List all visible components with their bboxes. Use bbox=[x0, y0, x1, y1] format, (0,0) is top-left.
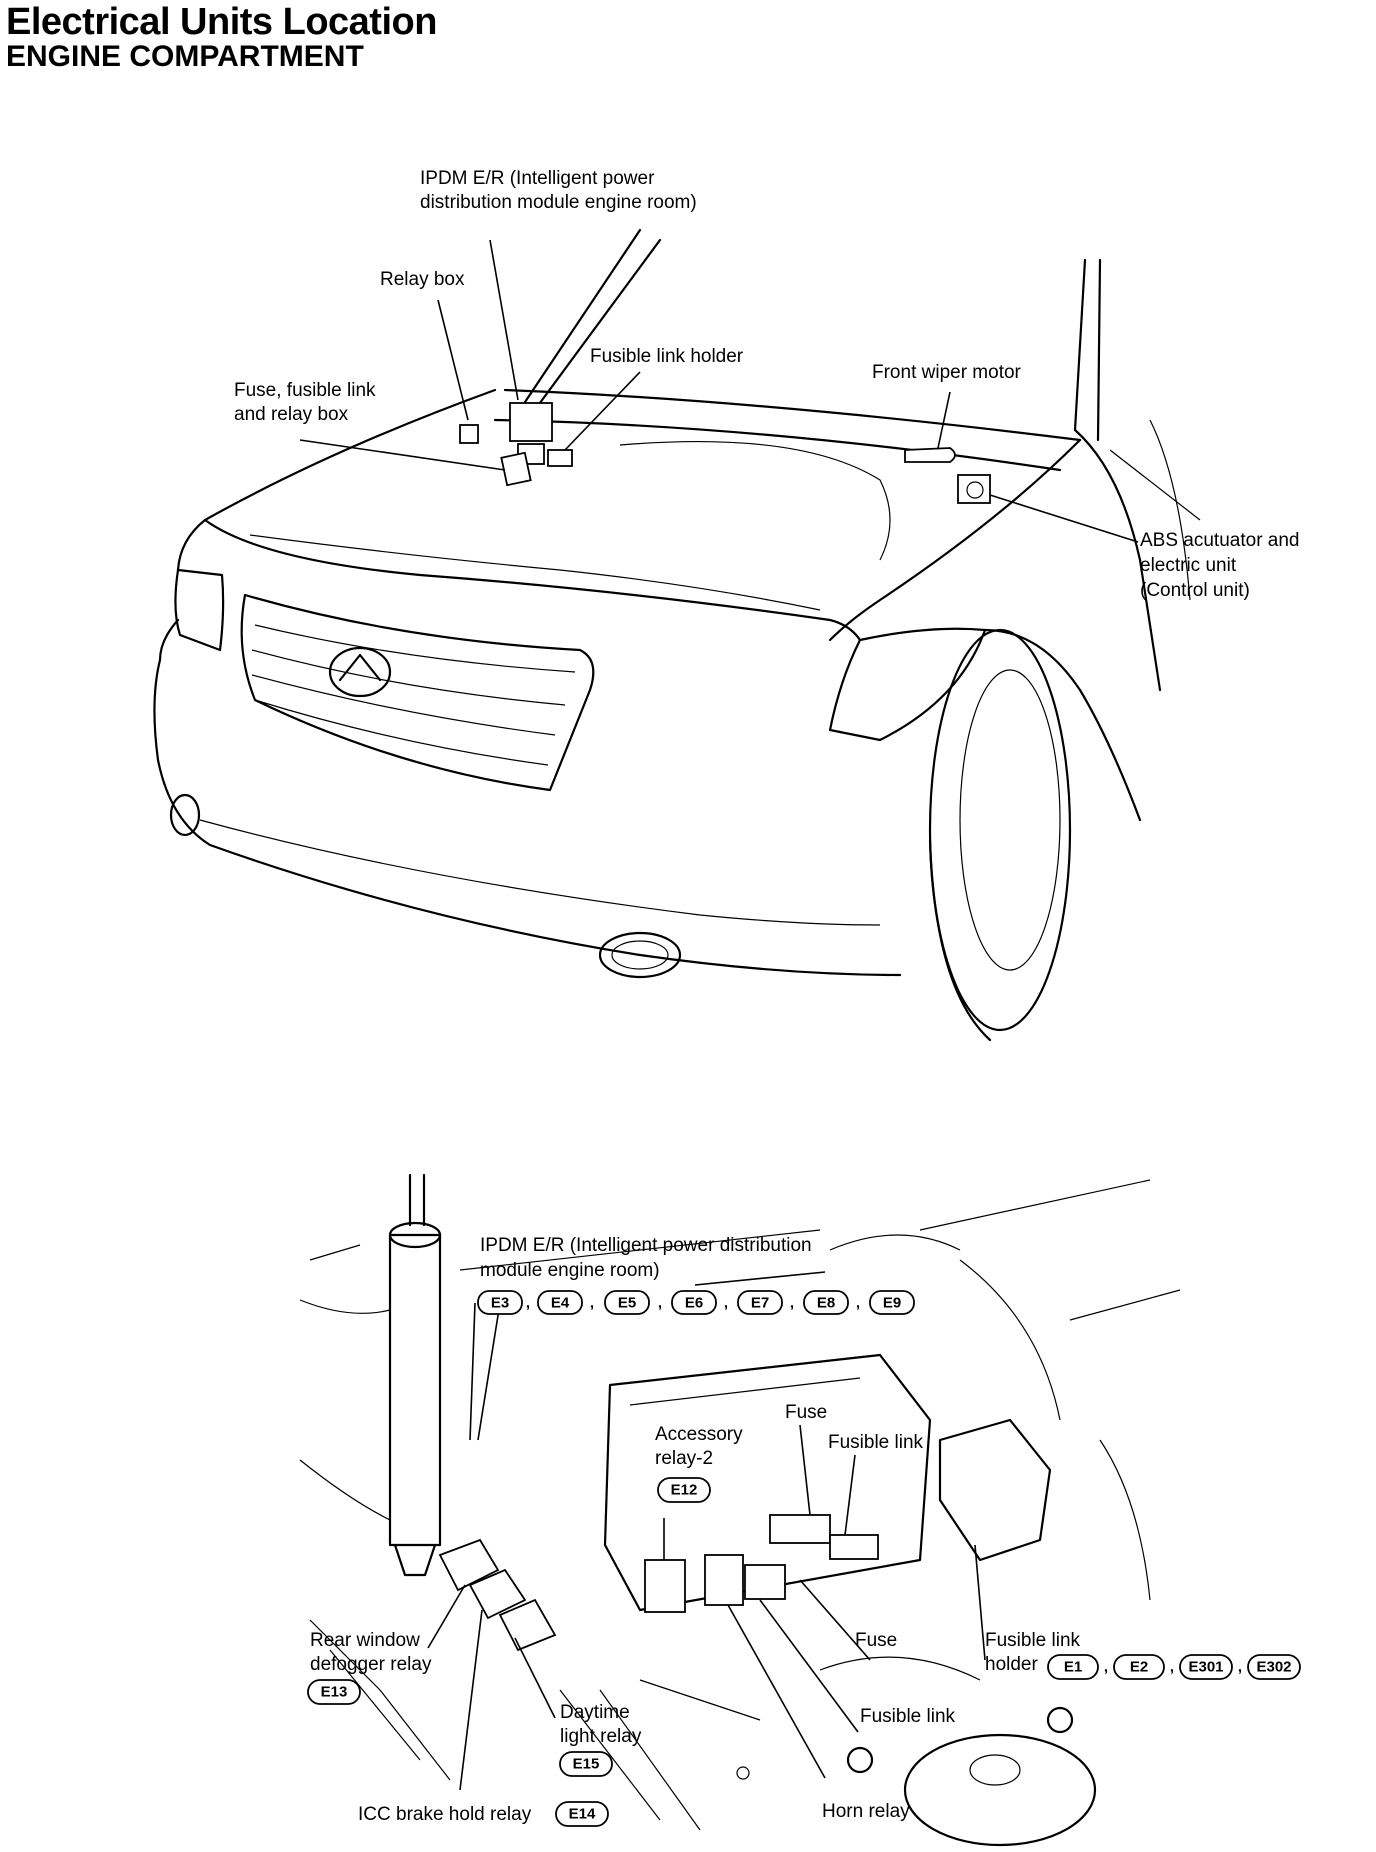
connector-separator: , bbox=[1170, 1659, 1174, 1676]
fuse-row-right bbox=[829, 1534, 879, 1560]
connector-label-e8: E8 bbox=[817, 1295, 835, 1312]
label-front-wiper-motor: Front wiper motor bbox=[872, 362, 1022, 383]
label-fuse-box-line2: and relay box bbox=[234, 404, 349, 425]
bottom-leader-lines bbox=[427, 1271, 986, 1791]
label-daytime-line2: light relay bbox=[560, 1726, 642, 1747]
rear-window-defogger-relay-shape bbox=[438, 1538, 500, 1592]
label-fusible-link-upper: Fusible link bbox=[828, 1432, 924, 1453]
label-abs-line2: electric unit bbox=[1140, 555, 1237, 576]
abs-unit-detail bbox=[966, 481, 984, 499]
fusible-link-holder-connector-row: E1 , E2 , E301 , E302 bbox=[1047, 1654, 1301, 1680]
label-fusible-link-holder-top: Fusible link holder bbox=[590, 346, 744, 367]
connector-label-e9: E9 bbox=[883, 1295, 901, 1312]
connector-tag-e8 bbox=[803, 1290, 849, 1315]
connector-tag-e301 bbox=[1179, 1654, 1233, 1680]
fusible-link-holder-shape bbox=[547, 449, 573, 467]
connector-label-e5: E5 bbox=[618, 1295, 636, 1312]
connector-label-e7: E7 bbox=[751, 1295, 769, 1312]
label-fuse-upper: Fuse bbox=[785, 1402, 827, 1423]
relay-box-shape bbox=[459, 424, 479, 444]
icc-brake-hold-relay-shape bbox=[468, 1568, 527, 1620]
connector-tag-e7 bbox=[737, 1290, 783, 1315]
label-relay-box: Relay box bbox=[380, 269, 465, 290]
label-ipdm-bottom-line2: module engine room) bbox=[480, 1260, 660, 1281]
connector-label-e3: E3 bbox=[491, 1295, 509, 1312]
horn-relay-shape bbox=[704, 1554, 744, 1606]
connector-label-e302: E302 bbox=[1256, 1659, 1291, 1676]
connector-label-e15: E15 bbox=[573, 1756, 600, 1773]
label-horn-relay: Horn relay bbox=[822, 1801, 910, 1822]
connector-separator: , bbox=[526, 1295, 530, 1312]
connector-label-e13: E13 bbox=[321, 1684, 348, 1701]
label-ipdm-top-line1: IPDM E/R (Intelligent power bbox=[420, 168, 655, 189]
connector-separator: , bbox=[790, 1295, 794, 1312]
top-leader-lines bbox=[299, 239, 1139, 543]
label-ipdm-bottom-line1: IPDM E/R (Intelligent power distribution bbox=[480, 1235, 812, 1256]
label-icc-brake-hold-relay: ICC brake hold relay bbox=[358, 1804, 532, 1825]
connector-label-e6: E6 bbox=[685, 1295, 703, 1312]
connector-label-e1: E1 bbox=[1064, 1659, 1082, 1676]
ipdm-connector-row: E3 , E4 , E5 , E6 , E7 , E8 , E9 bbox=[477, 1290, 915, 1315]
page-subtitle: ENGINE COMPARTMENT bbox=[6, 40, 364, 73]
fuse-link-relay-box-shape bbox=[500, 451, 532, 487]
connector-label-e4: E4 bbox=[551, 1295, 570, 1312]
connector-separator: , bbox=[1104, 1659, 1108, 1676]
ipdm-shape bbox=[509, 402, 553, 442]
connector-label-e2: E2 bbox=[1130, 1659, 1148, 1676]
daytime-light-relay-shape bbox=[498, 1598, 557, 1652]
label-ipdm-top-line2: distribution module engine room) bbox=[420, 192, 697, 213]
wiper-motor-shape bbox=[904, 447, 956, 463]
accessory-relay-2-shape bbox=[644, 1559, 686, 1613]
label-abs-line3: (Control unit) bbox=[1140, 580, 1250, 601]
connector-separator: , bbox=[856, 1295, 860, 1312]
label-fusible-link-holder-line1: Fusible link bbox=[985, 1630, 1081, 1651]
label-accessory-line1: Accessory bbox=[655, 1424, 743, 1445]
connector-tag-e3 bbox=[477, 1290, 523, 1315]
label-fusible-link-holder-line2: holder bbox=[985, 1654, 1038, 1675]
abs-unit-shape bbox=[957, 474, 991, 504]
label-fusible-link-lower: Fusible link bbox=[860, 1706, 956, 1727]
connector-label-e14: E14 bbox=[569, 1806, 596, 1823]
fusible-link-shape bbox=[744, 1564, 786, 1600]
fuse-row-left bbox=[769, 1514, 831, 1544]
connector-tag-e9 bbox=[869, 1290, 915, 1315]
label-fuse-box-line1: Fuse, fusible link bbox=[234, 380, 376, 401]
connector-tag-e13 bbox=[307, 1679, 361, 1705]
connector-tag-e5 bbox=[604, 1290, 650, 1315]
connector-tag-e12 bbox=[657, 1477, 711, 1503]
connector-tag-e15 bbox=[559, 1751, 613, 1777]
label-rear-window-line2: defogger relay bbox=[310, 1654, 432, 1675]
page-title: Electrical Units Location bbox=[6, 1, 437, 43]
connector-tag-e2 bbox=[1113, 1654, 1165, 1680]
vehicle-front-illustration bbox=[153, 228, 1201, 1042]
connector-separator: , bbox=[724, 1295, 728, 1312]
connector-separator: , bbox=[658, 1295, 662, 1312]
engine-bay-illustration bbox=[299, 1173, 1181, 1847]
connector-tag-e6 bbox=[671, 1290, 717, 1315]
connector-separator: , bbox=[590, 1295, 594, 1312]
connector-tag-e4 bbox=[537, 1290, 583, 1315]
label-rear-window-line1: Rear window bbox=[310, 1630, 420, 1651]
connector-tag-e14 bbox=[555, 1801, 609, 1827]
label-daytime-line1: Daytime bbox=[560, 1702, 630, 1723]
single-connector-tags: E12 E13 E15 E14 bbox=[307, 1477, 711, 1827]
connector-tag-e1 bbox=[1047, 1654, 1099, 1680]
label-fuse-lower: Fuse bbox=[855, 1630, 897, 1651]
connector-label-e301: E301 bbox=[1188, 1659, 1223, 1676]
connector-separator: , bbox=[1238, 1659, 1242, 1676]
connector-tag-e302 bbox=[1247, 1654, 1301, 1680]
connector-label-e12: E12 bbox=[671, 1482, 698, 1499]
label-abs-line1: ABS acutuator and bbox=[1140, 530, 1300, 551]
label-accessory-line2: relay-2 bbox=[655, 1448, 713, 1469]
top-components bbox=[459, 402, 991, 504]
